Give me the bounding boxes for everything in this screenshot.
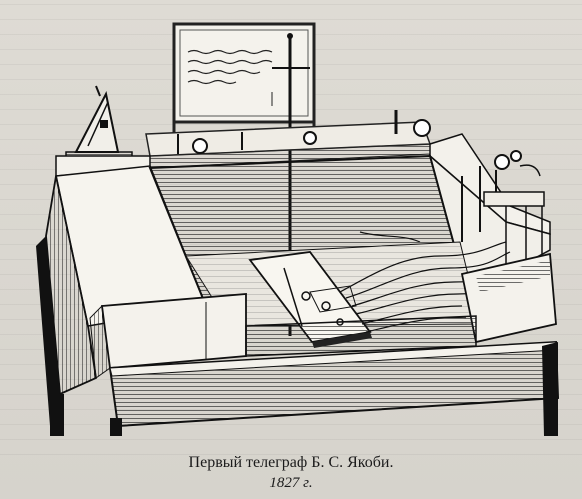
telegraph-engraving bbox=[10, 6, 575, 436]
side-apparatus bbox=[461, 150, 545, 268]
clockwork-device bbox=[65, 85, 133, 165]
caption-year: 1827 г. bbox=[269, 475, 313, 491]
front-box-right bbox=[460, 252, 557, 344]
desk-left-side bbox=[36, 175, 97, 426]
caption-title: Первый телеграф Б. С. Якоби. bbox=[188, 454, 394, 471]
front-box-left bbox=[89, 293, 247, 379]
display-frame bbox=[172, 22, 316, 140]
desk-legs bbox=[50, 342, 558, 436]
desk-cabinet bbox=[108, 340, 560, 428]
figure-caption: Первый телеграф Б. С. Якоби. 1827 г. bbox=[0, 453, 582, 492]
